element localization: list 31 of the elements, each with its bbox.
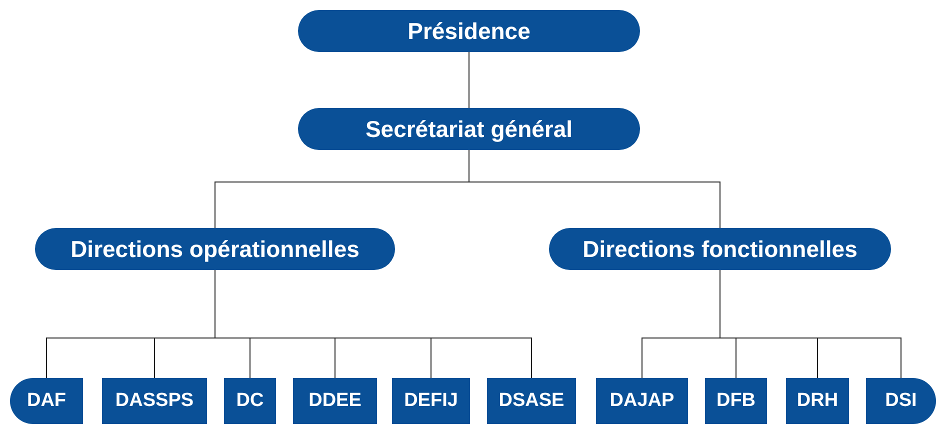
unit-name: DEFIJ	[404, 390, 458, 412]
org-unit-box	[549, 228, 891, 270]
org-unit-box	[866, 378, 936, 424]
org-unit-box	[35, 228, 395, 270]
org-unit-box	[705, 378, 767, 424]
connector-line	[468, 150, 720, 228]
org-unit-box	[10, 378, 83, 424]
org-unit-box	[596, 378, 688, 424]
unit-name: Présidence	[408, 18, 530, 44]
org-unit-box	[102, 378, 207, 424]
org-unit-box	[298, 108, 640, 150]
connector-line	[720, 270, 902, 378]
unit-name: DAF	[26, 390, 66, 412]
unit-name: DDEE	[308, 390, 362, 412]
unit-name: DASSPS	[115, 390, 194, 412]
unit-name: Directions fonctionnelles	[582, 236, 858, 262]
org-unit-box	[224, 378, 276, 424]
org-unit-box	[293, 378, 377, 424]
unit-name: DSI	[885, 390, 917, 412]
unit-name: Directions opérationnelles	[70, 236, 360, 262]
connector-line	[468, 52, 470, 108]
org-unit-box	[298, 10, 640, 52]
unit-name: Secrétariat général	[365, 116, 573, 142]
org-unit-box	[786, 378, 849, 424]
org-unit-box	[487, 378, 576, 424]
unit-name: DRH	[796, 390, 838, 412]
org-unit-box	[392, 378, 470, 424]
unit-name: DSASE	[498, 390, 564, 412]
unit-name: DAJAP	[610, 390, 674, 412]
unit-name: DC	[236, 390, 264, 412]
unit-name: DFB	[716, 390, 756, 412]
